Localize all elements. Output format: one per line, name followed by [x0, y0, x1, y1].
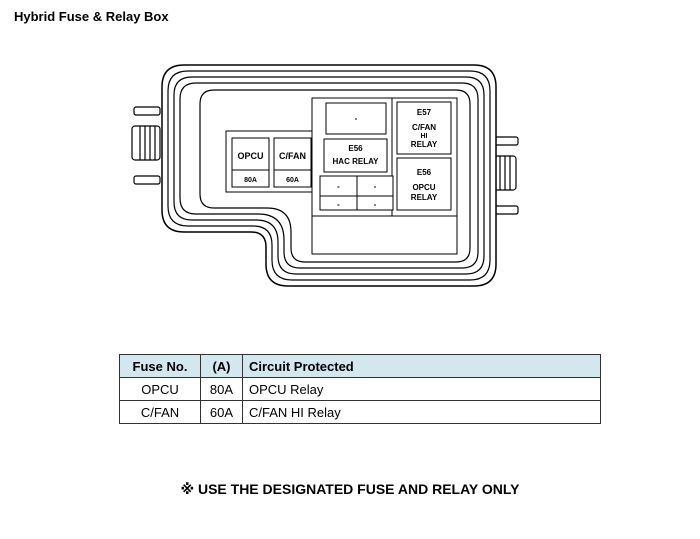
- svg-text:-: -: [337, 182, 340, 191]
- table-row: C/FAN 60A C/FAN HI Relay: [119, 400, 601, 424]
- svg-text:HAC RELAY: HAC RELAY: [333, 157, 380, 166]
- table-cell: C/FAN HI Relay: [242, 400, 601, 424]
- fuse-opcu-rating: 80A: [244, 177, 257, 184]
- table-cell: C/FAN: [119, 400, 201, 424]
- table-cell: 80A: [200, 377, 243, 401]
- svg-text:E57: E57: [417, 108, 432, 117]
- header-amperage: (A): [200, 354, 243, 378]
- table-cell: OPCU: [119, 377, 201, 401]
- svg-text:-: -: [374, 182, 377, 191]
- table-cell: OPCU Relay: [242, 377, 601, 401]
- svg-text:E56: E56: [417, 168, 432, 177]
- right-mount-tabs: [493, 136, 519, 215]
- fuse-table: Fuse No. (A) Circuit Protected OPCU 80A …: [119, 354, 601, 424]
- table-cell: 60A: [200, 400, 243, 424]
- header-fuse-no: Fuse No.: [119, 354, 201, 378]
- relay-e57-cfan-hi: E57 C/FAN HI RELAY: [396, 101, 452, 155]
- fuse-cfan-label: C/FAN: [279, 151, 306, 161]
- small-slot-1: - -: [319, 175, 358, 211]
- svg-text:RELAY: RELAY: [411, 193, 438, 202]
- relay-e56-opcu: E56 OPCU RELAY: [396, 157, 452, 211]
- fuse-opcu-label: OPCU: [237, 151, 263, 161]
- table-row: OPCU 80A OPCU Relay: [119, 377, 601, 401]
- svg-text:-: -: [355, 114, 358, 123]
- svg-text:RELAY: RELAY: [411, 140, 438, 149]
- page-title: Hybrid Fuse & Relay Box: [14, 9, 169, 24]
- svg-text:-: -: [374, 200, 377, 209]
- header-circuit: Circuit Protected: [242, 354, 601, 378]
- top-empty-slot: -: [325, 102, 387, 135]
- table-header-row: Fuse No. (A) Circuit Protected: [119, 354, 601, 378]
- fuse-cfan: C/FAN 60A: [273, 137, 312, 188]
- fuse-opcu: OPCU 80A: [231, 137, 270, 188]
- designated-fuse-note: ※ USE THE DESIGNATED FUSE AND RELAY ONLY: [180, 481, 520, 497]
- fuse-cfan-rating: 60A: [286, 177, 299, 184]
- fuse-box-diagram: OPCU 80A C/FAN 60A - E56 HAC RELAY - - -…: [131, 64, 519, 287]
- svg-text:C/FAN: C/FAN: [412, 123, 436, 132]
- svg-text:E56: E56: [348, 144, 363, 153]
- relay-e56-hac: E56 HAC RELAY: [323, 138, 388, 173]
- left-mount-tabs: [131, 106, 161, 185]
- svg-text:HI: HI: [421, 133, 428, 140]
- small-slot-2: - -: [356, 175, 394, 211]
- svg-text:-: -: [337, 200, 340, 209]
- svg-text:OPCU: OPCU: [412, 183, 435, 192]
